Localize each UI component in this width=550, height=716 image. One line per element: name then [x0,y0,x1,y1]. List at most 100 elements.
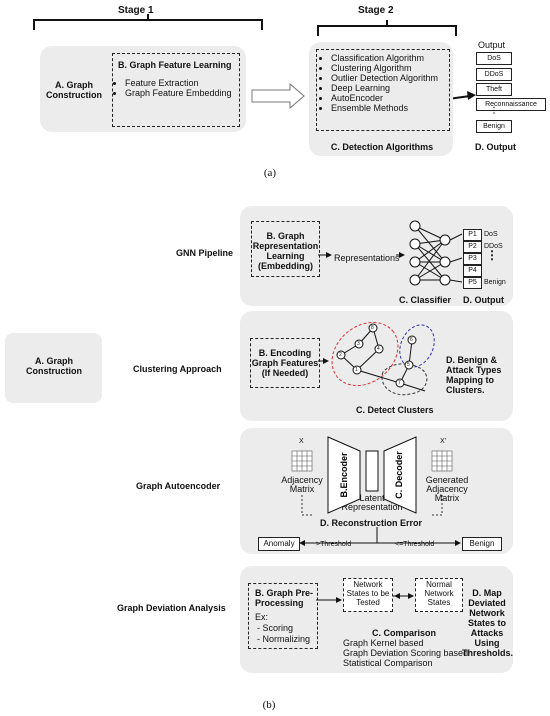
node-label: 8 [371,325,374,331]
states-tested-text: Network States to be Tested [346,580,390,607]
gt-threshold-label: >Threshold [316,541,352,548]
list-item: Feature Extraction [125,78,245,88]
detect-clusters-label: C. Detect Clusters [356,405,434,415]
detection-title: C. Detection Algorithms [330,142,434,152]
class-benign: Benign [484,279,506,286]
x-prime-label: X' [440,438,447,445]
representations-label: Representations [334,253,400,263]
hollow-arrow [251,82,305,110]
graph-node [354,339,364,349]
map-label: D. Map Deviated Network States to Attack… [462,588,514,658]
states-tested-box: Network States to be Tested [343,578,393,612]
adjacency-label: Adjacency Matrix [281,475,323,494]
arrow-to-output-head [467,91,476,100]
graph-node [336,350,346,360]
method-statistical: Statistical Comparison [343,658,433,668]
cluster-graph-nodes [336,323,417,388]
classifier-network [409,220,463,286]
network-node [409,256,421,268]
network-node [439,234,451,246]
network-node [409,274,421,286]
p-label-1: P1 [463,229,482,241]
latent-box [365,450,379,492]
network-node [439,256,451,268]
ex-label: Ex: [255,612,269,622]
encoder-shape [327,436,361,514]
stage1-label: Stage 1 [118,5,154,16]
output-footer: D. Output [475,142,516,152]
stage2-brace [317,20,457,36]
output-title: Output [478,40,506,50]
list-item: Deep Learning [331,83,459,93]
output-label-recon: Reconnaissance [476,98,546,111]
recon-error-lines [301,495,443,516]
decoder-text: C. Decoder [394,451,404,499]
network-node [409,238,421,250]
gnn-learning-box: B. Graph Representation Learning (Embedd… [251,221,320,277]
node-label: 4 [377,346,380,352]
b-graph-construction-panel [5,333,102,403]
node-label: 5 [407,362,410,368]
list-item: Outlier Detection Algorithm [331,73,459,83]
list-item: AutoEncoder [331,93,459,103]
row-label-gnn: GNN Pipeline [176,248,234,258]
feature-learning-list: Feature Extraction Graph Feature Embeddi… [113,78,245,98]
detection-list: Classification Algorithm Clustering Algo… [319,53,459,113]
red-cluster [331,321,399,387]
row-label-autoencoder: Graph Autoencoder [136,481,221,491]
benign-box: Benign [462,537,502,551]
output-label-dos: DoS [476,52,512,65]
output-label-ddos: DDoS [476,68,512,81]
generated-matrix [431,450,453,472]
ex-item-normalizing: - Normalizing [257,634,311,644]
ellipsis-icon: ⋮ [490,106,498,115]
list-item: Clustering Algorithm [331,63,459,73]
gnn-output-label: D. Output [463,295,504,305]
node-label: 6 [410,337,413,343]
detection-box: Classification Algorithm Clustering Algo… [316,49,450,131]
stage1-brace [33,14,263,30]
node-label: 2 [339,352,342,358]
comparison-label: C. Comparison [372,628,437,638]
black-cluster [381,363,428,396]
method-scoring: Graph Deviation Scoring based [343,648,469,658]
feature-learning-title: B. Graph Feature Learning [118,60,232,70]
preprocessing-box: B. Graph Pre-Processing Ex: - Scoring - … [248,583,318,649]
network-node [439,274,451,286]
graph-node [395,378,405,388]
p-label-2: P2 [463,241,482,253]
encoding-text: B. Encoding Graph Features (If Needed) [251,348,319,378]
graph-node [352,365,362,375]
graph-node [404,360,414,370]
encoding-box: B. Encoding Graph Features (If Needed) [250,338,320,388]
graph-node [374,344,384,354]
blue-cluster [399,324,435,368]
b-graph-construction: A. Graph Construction [26,356,82,376]
classifier-label: C. Classifier [399,295,452,305]
p-label-3: P3 [463,253,482,265]
mapping-label: D. Benign & Attack Types Mapping to Clus… [446,355,502,395]
method-kernel: Graph Kernel based [343,638,424,648]
generated-label: Generated Adjacency Matrix [425,475,469,503]
caption-a: (a) [263,167,277,179]
node-label: 3 [357,341,360,347]
normal-states-box: Normal Network States [415,578,463,612]
feature-learning-box: B. Graph Feature Learning Feature Extrac… [112,53,240,127]
node-label: 1 [355,367,358,373]
network-node [409,220,421,232]
x-label: X [299,438,304,445]
list-item: Ensemble Methods [331,103,459,113]
stage2-label: Stage 2 [358,5,394,16]
ex-item-scoring: - Scoring [257,623,294,633]
encoder-text: B.Encoder [339,452,349,498]
gnn-learning-text: B. Graph Representation Learning (Embedd… [252,231,319,271]
p-label-5: P5 [463,277,482,289]
p-label-4: P4 [463,265,482,277]
output-label-theft: Theft [476,83,512,96]
class-dos: DoS [484,231,498,238]
class-ddos: DDoS [484,243,503,250]
node-label: 7 [398,380,401,386]
latent-label: Latent Representation [341,493,403,512]
